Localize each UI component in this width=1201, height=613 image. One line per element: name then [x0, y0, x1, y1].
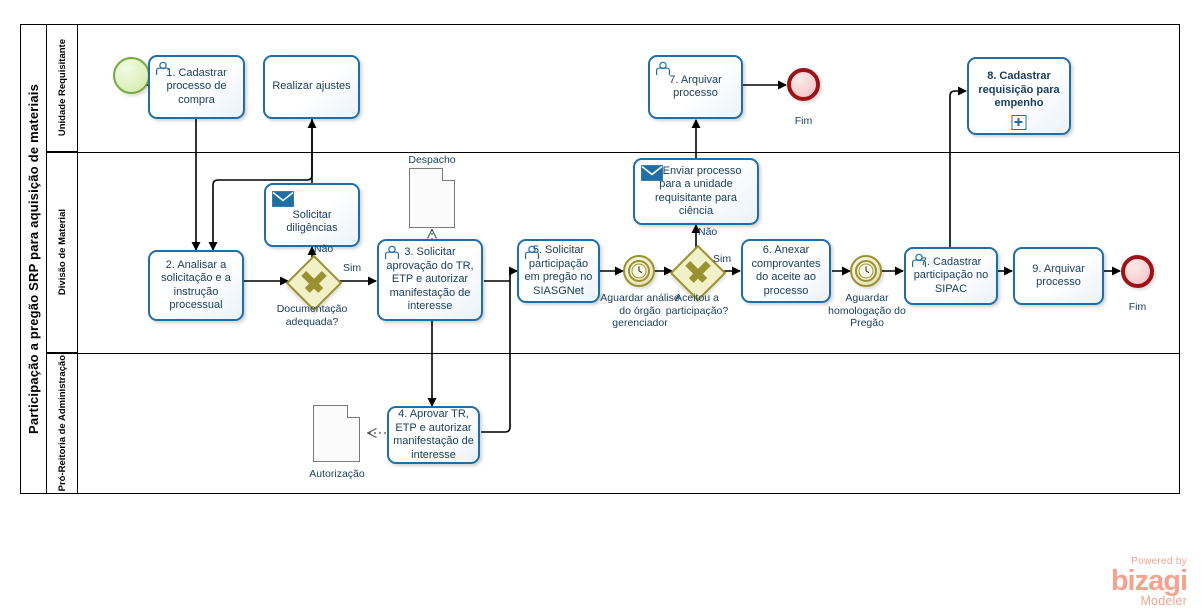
logo-brand: bizagi [1110, 564, 1188, 597]
user-task-icon [912, 253, 926, 267]
task-6-anexar-comprovantes[interactable]: 6. Anexar comprovantes do aceite ao proc… [741, 239, 831, 303]
start-event[interactable] [113, 57, 150, 94]
lane-header-unidade-requisitante: Unidade Requisitante [47, 24, 78, 152]
subprocess-plus-icon [1011, 115, 1027, 130]
task-7-arquivar-processo[interactable]: 7. Arquivar processo [648, 55, 743, 119]
page-fold-icon [347, 405, 360, 418]
pool-title-label: Participação a pregão SRP para aquisição… [25, 84, 41, 434]
task-3-solicitar-aprovacao-tr[interactable]: 3. Solicitar aprovação do TR, ETP e auto… [377, 239, 483, 321]
lane-header-pro-reitoria: Pró-Reitoria de Administração [47, 353, 78, 494]
task-realizar-ajustes[interactable]: Realizar ajustes [263, 55, 360, 119]
user-task-icon [525, 245, 539, 259]
lane-label-unidade-requisitante: Unidade Requisitante [56, 38, 68, 137]
gateway-documentacao-no-label: Não [314, 243, 334, 255]
gateway-aceitou-no-label: Não [698, 226, 718, 238]
task-7-sipac-label: 7. Cadastrar participação no SIPAC [913, 255, 989, 295]
lane-label-pro-reitoria: Pró-Reitoria de Administração [56, 355, 68, 492]
data-object-despacho-label: Despacho [408, 154, 456, 166]
user-task-icon [656, 61, 670, 75]
logo-product: Modeler [1140, 593, 1187, 608]
task-7-arquivar-label: 7. Arquivar processo [669, 73, 722, 100]
task-8-label: 8. Cadastrar requisição para empenho [978, 70, 1060, 110]
gateway-aceitou-yes-label: Sim [713, 253, 732, 265]
data-object-despacho [409, 168, 455, 228]
bizagi-logo: Powered by bizagi Modeler [1110, 555, 1188, 608]
end-event-main[interactable] [1121, 255, 1154, 288]
timer-aguardar-analise-label: Aguardar análise do órgão gerenciador [600, 292, 680, 329]
task-9-label: 9. Arquivar processo [1032, 262, 1085, 289]
lane-label-divisao-de-material: Divisão de Material [56, 208, 68, 296]
pool-title: Participação a pregão SRP para aquisição… [20, 24, 47, 494]
user-task-icon [156, 61, 170, 75]
task-4-aprovar-tr-etp[interactable]: 4. Aprovar TR, ETP e autorizar manifesta… [387, 406, 480, 464]
lane-header-divisao-de-material: Divisão de Material [47, 152, 78, 353]
logo-powered-by: Powered by [1131, 555, 1187, 567]
task-5-label: 5. Solicitar participação em pregão no S… [524, 244, 593, 297]
task-2-analisar-solicitacao[interactable]: 2. Analisar a solicitação e a instrução … [148, 250, 244, 321]
task-9-arquivar-processo[interactable]: 9. Arquivar processo [1013, 247, 1104, 305]
task-2-label: 2. Analisar a solicitação e a instrução … [161, 258, 231, 312]
end-event-top-label: Fim [794, 115, 813, 127]
message-task-icon [272, 191, 294, 207]
gateway-documentacao-yes-label: Sim [343, 262, 362, 274]
task-4-label: 4. Aprovar TR, ETP e autorizar manifesta… [393, 408, 474, 461]
user-task-icon [385, 245, 399, 259]
task-5-solicitar-participacao-siasgnet[interactable]: 5. Solicitar participação em pregão no S… [517, 239, 600, 303]
gateway-aceitou-label: Aceitou a participação? [665, 292, 729, 317]
task-6-anexar-label: 6. Anexar comprovantes do aceite ao proc… [751, 244, 821, 297]
task-1-label: 1. Cadastrar processo de compra [166, 66, 227, 106]
timer-aguardar-homologacao-label: Aguardar homologação do Pregão [828, 292, 906, 329]
lane-divider-1 [47, 152, 1180, 153]
timer-event-aguardar-analise[interactable] [623, 255, 655, 287]
task-6-enviar-processo-unidade[interactable]: 6. Enviar processo para a unidade requis… [633, 158, 759, 225]
clock-icon [631, 263, 647, 279]
task-realizar-ajustes-label: Realizar ajustes [272, 80, 351, 93]
lane-divider-2 [47, 353, 1180, 354]
task-7-cadastrar-participacao-sipac[interactable]: 7. Cadastrar participação no SIPAC [904, 247, 998, 305]
end-event-top[interactable] [787, 68, 820, 101]
task-solicitar-diligencias[interactable]: Solicitar diligências [264, 183, 360, 247]
clock-icon [858, 263, 874, 279]
message-task-icon [641, 165, 663, 181]
task-8-cadastrar-requisicao-para-empenho[interactable]: 8. Cadastrar requisição para empenho [967, 57, 1071, 135]
pool-frame [20, 24, 1180, 494]
gateway-aceitou-participacao[interactable] [669, 244, 727, 302]
task-solicitar-diligencias-label: Solicitar diligências [286, 208, 338, 235]
data-object-autorizacao-label: Autorização [309, 468, 365, 480]
end-event-main-label: Fim [1128, 301, 1147, 313]
timer-event-aguardar-homologacao[interactable] [850, 255, 882, 287]
task-6-enviar-label: 6. Enviar processo para a unidade requis… [650, 164, 742, 218]
gateway-documentacao-adequada[interactable] [285, 254, 343, 312]
gateway-documentacao-label: Documentação adequada? [276, 303, 348, 328]
data-object-autorizacao [313, 405, 360, 462]
task-1-cadastrar-processo-de-compra[interactable]: 1. Cadastrar processo de compra [148, 55, 245, 119]
page-fold-icon [442, 168, 455, 181]
task-3-label: 3. Solicitar aprovação do TR, ETP e auto… [386, 246, 474, 313]
